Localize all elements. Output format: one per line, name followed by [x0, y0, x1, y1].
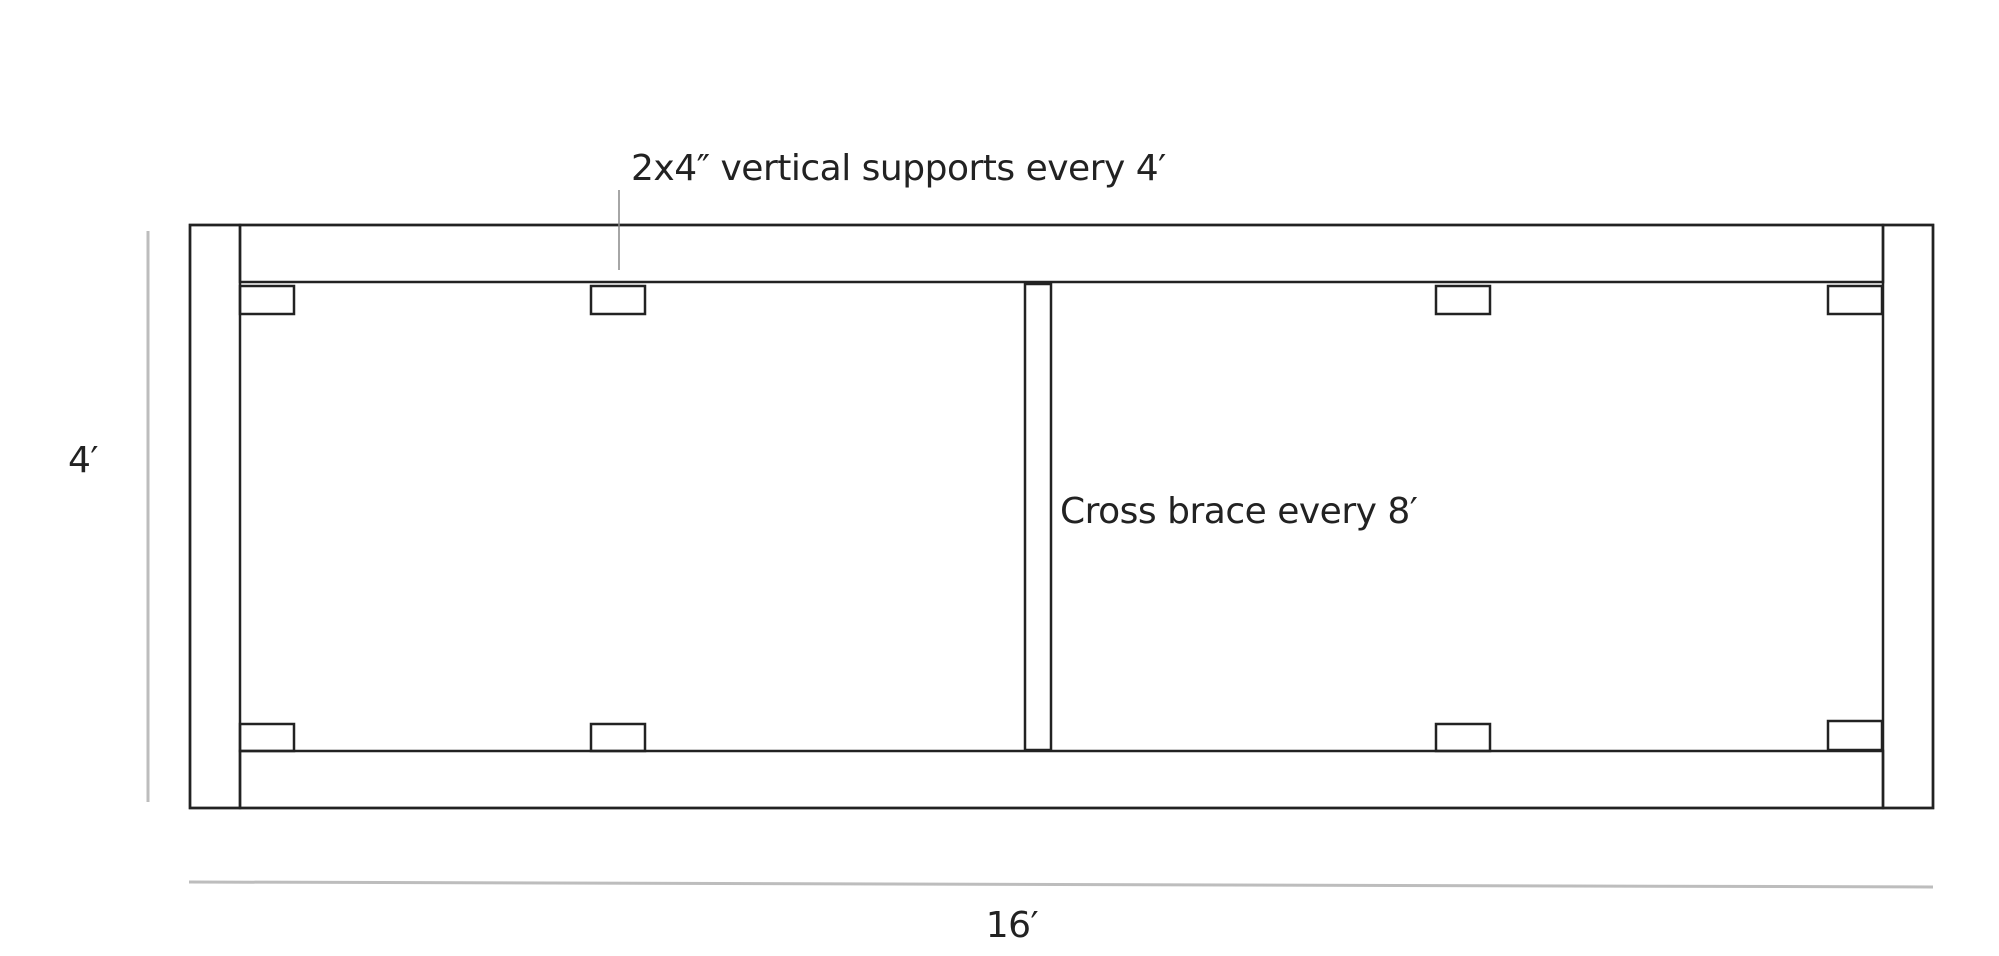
- vertical-support: [238, 284, 296, 316]
- supports-label: 2x4″ vertical supports every 4′: [631, 148, 1166, 189]
- bottom-rail: [238, 749, 1885, 810]
- vertical-support: [238, 722, 296, 753]
- width-dimension-label: 16′: [986, 905, 1039, 946]
- top-rail: [238, 223, 1885, 284]
- right-end-post: [1881, 223, 1935, 810]
- width-dimension-line: [188, 880, 1934, 889]
- vertical-support: [1826, 719, 1884, 752]
- vertical-support: [1434, 284, 1492, 316]
- vertical-support: [1826, 284, 1884, 316]
- height-dimension-label: 4′: [68, 440, 98, 481]
- cross-brace-label: Cross brace every 8′: [1060, 491, 1418, 532]
- vertical-support: [589, 722, 647, 753]
- vertical-support: [1434, 722, 1492, 753]
- cross-brace: [1023, 282, 1053, 752]
- left-end-post: [188, 223, 242, 810]
- vertical-support: [589, 284, 647, 316]
